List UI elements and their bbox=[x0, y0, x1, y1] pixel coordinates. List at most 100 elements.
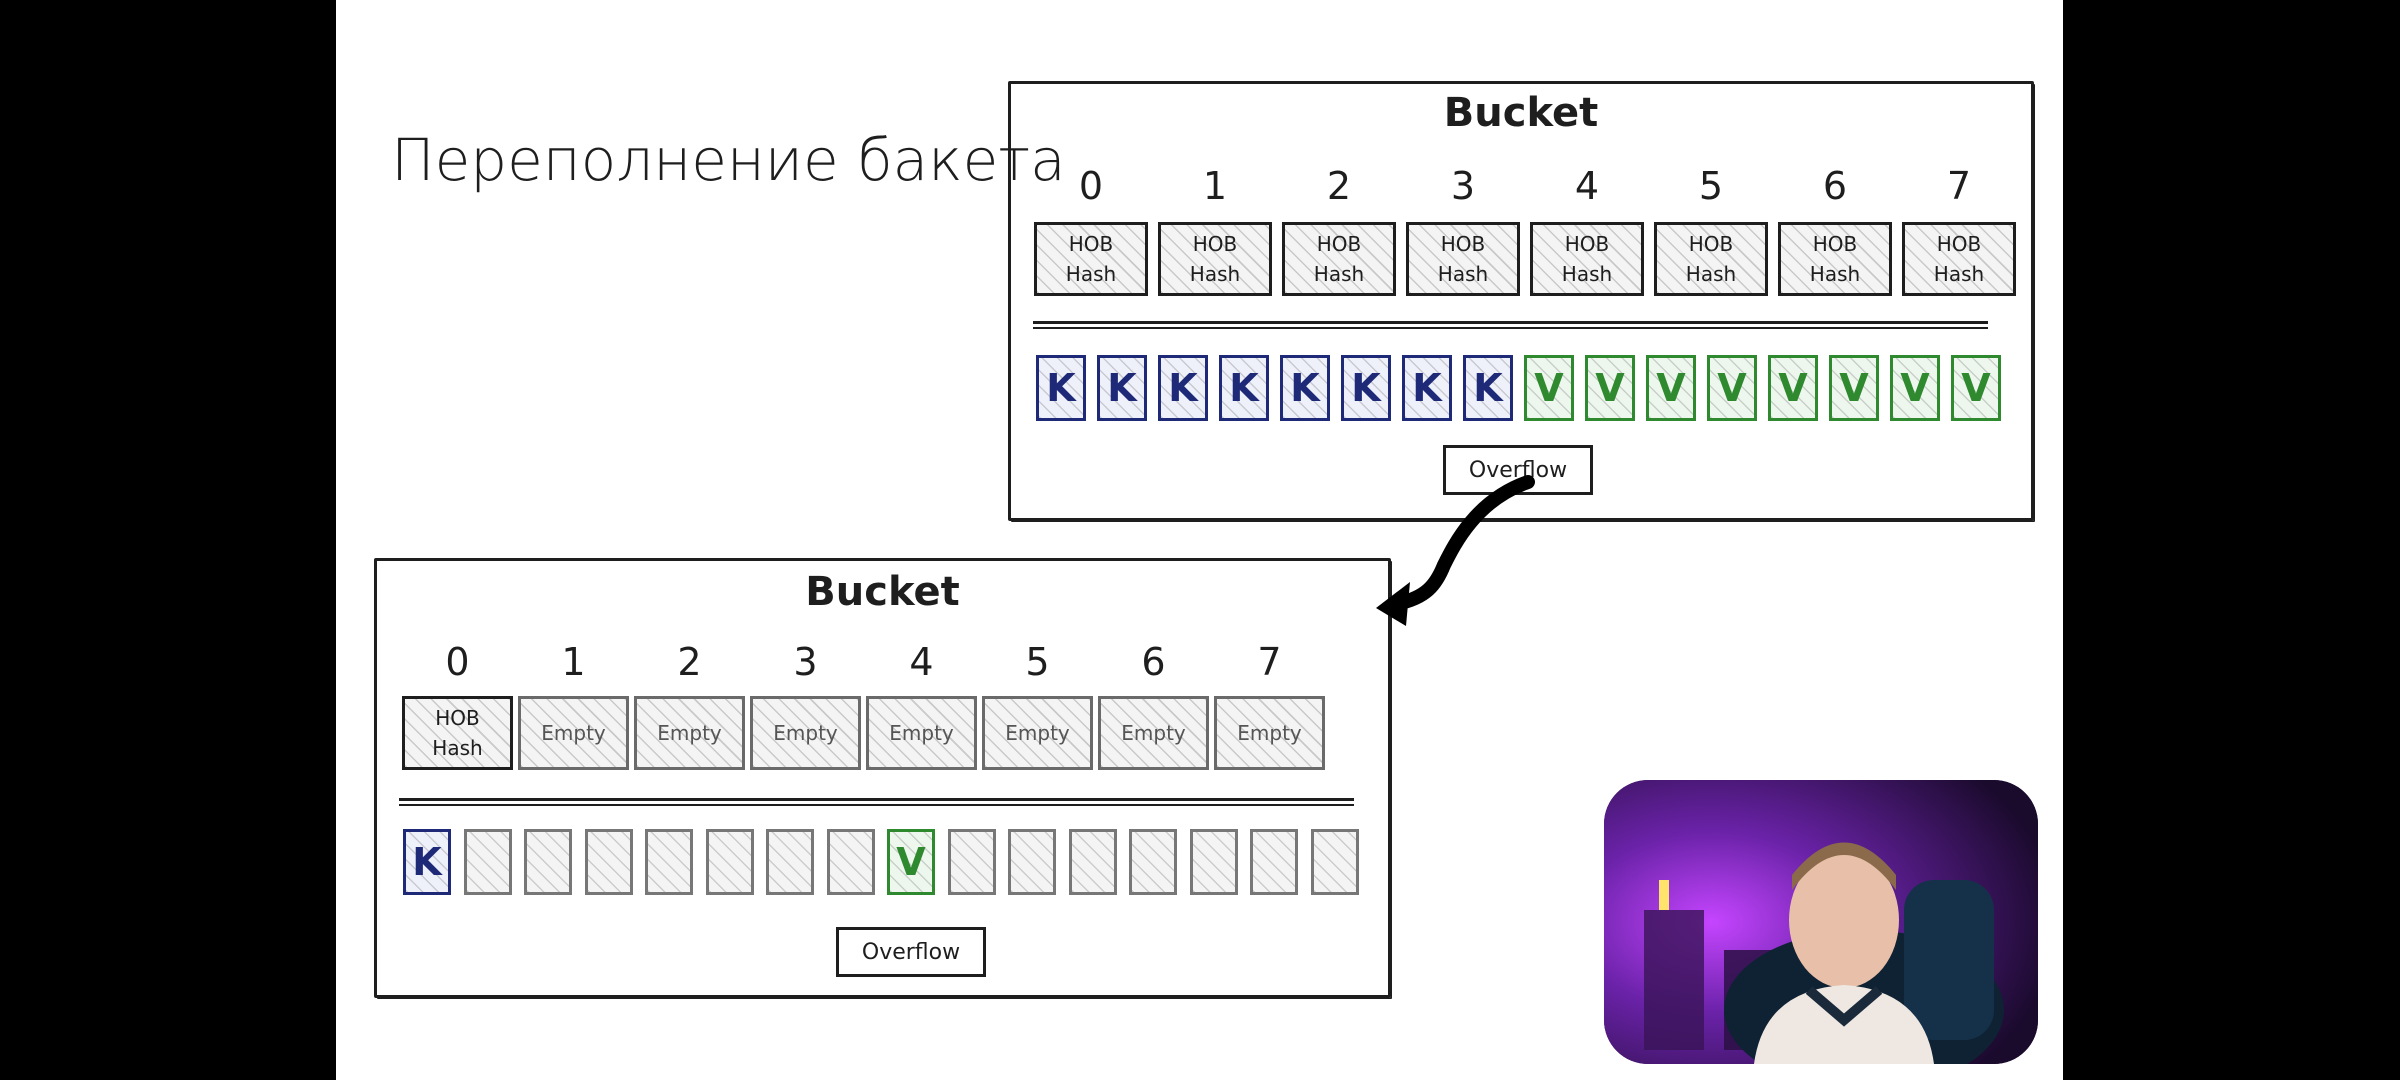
empty-slot bbox=[1008, 829, 1056, 895]
tophash-cell-text: Empty bbox=[1237, 721, 1302, 745]
bucket-title: Bucket bbox=[1443, 90, 1599, 136]
bucket-divider bbox=[1033, 321, 1988, 329]
tophash-empty-cell: Empty bbox=[518, 696, 629, 770]
tophash-cell-text: Empty bbox=[541, 721, 606, 745]
webcam-video bbox=[1604, 780, 2038, 1064]
value-slot: V bbox=[1768, 355, 1818, 421]
bucket-index-label: 7 bbox=[1946, 164, 1972, 208]
value-slot: V bbox=[1707, 355, 1757, 421]
bucket-index-label: 7 bbox=[1257, 640, 1282, 684]
tophash-cell: HOB Hash bbox=[1406, 222, 1520, 296]
empty-slot bbox=[766, 829, 814, 895]
key-slot: K bbox=[1463, 355, 1513, 421]
overflow-pointer-box: Overflow bbox=[836, 927, 986, 977]
tophash-cell-text: HOB bbox=[1936, 232, 1982, 256]
bucket-index-label: 0 bbox=[1078, 164, 1104, 208]
tophash-cell-text: HOB bbox=[1564, 232, 1610, 256]
empty-slot bbox=[524, 829, 572, 895]
empty-slot bbox=[1129, 829, 1177, 895]
bucket-index-label: 6 bbox=[1141, 640, 1166, 684]
bucket-title: Bucket bbox=[805, 569, 960, 615]
tophash-cell: HOB Hash bbox=[1282, 222, 1396, 296]
tophash-cell-text: Empty bbox=[889, 721, 954, 745]
tophash-cell-text: HOB bbox=[1192, 232, 1238, 256]
tophash-cell-text: Hash bbox=[1189, 262, 1241, 286]
tophash-cell-text: Hash bbox=[1313, 262, 1365, 286]
key-slot: K bbox=[1341, 355, 1391, 421]
tophash-cell-text: Hash bbox=[1437, 262, 1489, 286]
tophash-cell-text: Hash bbox=[1065, 262, 1117, 286]
tophash-cell: HOB Hash bbox=[1654, 222, 1768, 296]
tophash-cell-text: HOB bbox=[1316, 232, 1362, 256]
bucket-index-label: 1 bbox=[561, 640, 586, 684]
bucket-index-label: 4 bbox=[909, 640, 934, 684]
tophash-cell-text: HOB bbox=[1068, 232, 1114, 256]
empty-slot bbox=[1310, 829, 1359, 895]
value-slot: V bbox=[1646, 355, 1696, 421]
tophash-cell-text: Empty bbox=[657, 721, 722, 745]
key-slot: K bbox=[1158, 355, 1208, 421]
key-slot: K bbox=[1036, 355, 1086, 421]
key-slot: K bbox=[1097, 355, 1147, 421]
slide-title: Переполнение бакета bbox=[391, 126, 1066, 194]
bucket-index-label: 0 bbox=[445, 640, 470, 684]
tophash-cell: HOB Hash bbox=[1530, 222, 1644, 296]
tophash-empty-cell: Empty bbox=[866, 696, 977, 770]
key-slot: K bbox=[1219, 355, 1269, 421]
bucket-index-label: 3 bbox=[793, 640, 818, 684]
bucket-index-label: 1 bbox=[1202, 164, 1228, 208]
value-slot: V bbox=[887, 829, 935, 895]
empty-slot bbox=[463, 829, 512, 895]
tophash-cell: HOB Hash bbox=[402, 696, 513, 770]
bucket-index-label: 2 bbox=[1326, 164, 1352, 208]
overflow-pointer-box: Overflow bbox=[1443, 445, 1593, 495]
key-slot: K bbox=[1280, 355, 1330, 421]
tophash-cell-text: HOB bbox=[1688, 232, 1734, 256]
tophash-cell-text: HOB bbox=[435, 706, 480, 730]
value-slot: V bbox=[1951, 355, 2001, 421]
empty-slot bbox=[1189, 829, 1238, 895]
empty-slot bbox=[705, 829, 754, 895]
value-slot: V bbox=[1524, 355, 1574, 421]
tophash-cell-text: Empty bbox=[1005, 721, 1070, 745]
empty-slot bbox=[826, 829, 875, 895]
empty-slot bbox=[1068, 829, 1117, 895]
tophash-cell-text: HOB bbox=[1812, 232, 1858, 256]
tophash-empty-cell: Empty bbox=[982, 696, 1093, 770]
bucket-index-label: 5 bbox=[1698, 164, 1724, 208]
empty-slot bbox=[947, 829, 996, 895]
bucket-index-label: 5 bbox=[1025, 640, 1050, 684]
tophash-cell-text: Empty bbox=[1121, 721, 1186, 745]
bucket-index-label: 6 bbox=[1822, 164, 1848, 208]
key-slot: K bbox=[403, 829, 451, 895]
bucket-divider bbox=[399, 798, 1354, 806]
empty-slot bbox=[645, 829, 693, 895]
empty-slot bbox=[1250, 829, 1298, 895]
value-slot: V bbox=[1585, 355, 1635, 421]
tophash-empty-cell: Empty bbox=[1098, 696, 1209, 770]
tophash-cell-text: Hash bbox=[1561, 262, 1613, 286]
tophash-empty-cell: Empty bbox=[634, 696, 745, 770]
value-slot: V bbox=[1890, 355, 1940, 421]
key-slot: K bbox=[1402, 355, 1452, 421]
tophash-cell-text: Hash bbox=[1809, 262, 1861, 286]
tophash-cell: HOB Hash bbox=[1158, 222, 1272, 296]
tophash-cell-text: HOB bbox=[1440, 232, 1486, 256]
tophash-empty-cell: Empty bbox=[750, 696, 861, 770]
empty-slot bbox=[584, 829, 633, 895]
tophash-cell-text: Hash bbox=[432, 736, 483, 760]
bucket-index-label: 4 bbox=[1574, 164, 1600, 208]
presenter-video-frame bbox=[1604, 780, 2038, 1064]
tophash-cell-text: Empty bbox=[773, 721, 838, 745]
tophash-cell: HOB Hash bbox=[1902, 222, 2016, 296]
tophash-cell-text: Hash bbox=[1685, 262, 1737, 286]
tophash-empty-cell: Empty bbox=[1214, 696, 1325, 770]
tophash-cell-text: Hash bbox=[1933, 262, 1985, 286]
tophash-cell: HOB Hash bbox=[1778, 222, 1892, 296]
value-slot: V bbox=[1829, 355, 1879, 421]
bucket-index-label: 3 bbox=[1450, 164, 1476, 208]
bucket-index-label: 2 bbox=[677, 640, 702, 684]
